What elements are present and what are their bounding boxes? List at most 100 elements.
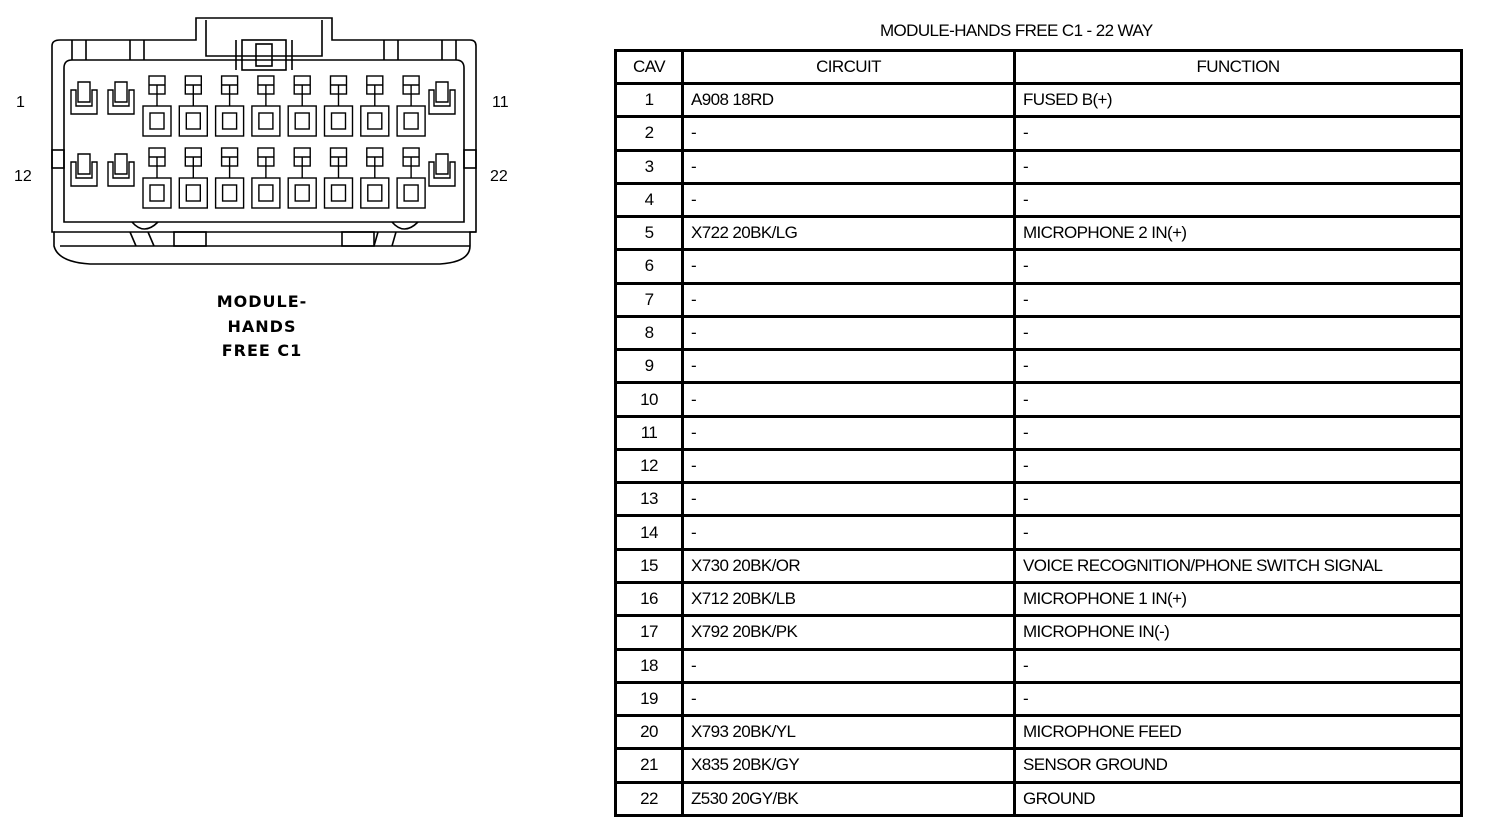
cav-cell: 1 bbox=[614, 81, 684, 119]
cavity bbox=[142, 75, 172, 137]
clip-terminal bbox=[428, 81, 456, 115]
table-row: 2-- bbox=[614, 115, 1463, 152]
clip-terminal bbox=[70, 81, 98, 115]
cav-cell: 20 bbox=[614, 714, 684, 751]
function-cell: VOICE RECOGNITION/PHONE SWITCH SIGNAL bbox=[1013, 547, 1463, 584]
pin-label-22: 22 bbox=[490, 168, 508, 185]
function-cell: - bbox=[1013, 414, 1463, 451]
cav-cell: 11 bbox=[614, 414, 684, 451]
circuit-cell: - bbox=[681, 281, 1016, 318]
clip-terminal bbox=[428, 153, 456, 187]
function-cell: MICROPHONE 1 IN(+) bbox=[1013, 580, 1463, 618]
cav-cell: 21 bbox=[614, 747, 684, 784]
connector-housing bbox=[51, 17, 477, 265]
cav-cell: 6 bbox=[614, 248, 684, 285]
cav-cell: 19 bbox=[614, 680, 684, 718]
cavity bbox=[360, 147, 390, 209]
circuit-cell: X722 20BK/LG bbox=[681, 215, 1016, 252]
cavity bbox=[178, 147, 209, 209]
function-cell: - bbox=[1013, 281, 1463, 318]
cav-cell: 22 bbox=[614, 780, 684, 818]
caption-line-2: HANDS bbox=[227, 316, 297, 336]
circuit-cell: - bbox=[681, 514, 1016, 551]
caption-line-1: MODULE- bbox=[216, 292, 308, 311]
function-cell: - bbox=[1013, 680, 1463, 718]
table-row: 6-- bbox=[614, 248, 1463, 285]
function-cell: - bbox=[1013, 115, 1463, 152]
circuit-cell: X712 20BK/LB bbox=[681, 580, 1016, 618]
table-row: 9-- bbox=[614, 348, 1463, 385]
circuit-cell: Z530 20GY/BK bbox=[681, 780, 1016, 818]
circuit-cell: - bbox=[681, 314, 1016, 352]
table-row: 13-- bbox=[614, 481, 1463, 518]
function-cell: - bbox=[1013, 647, 1463, 684]
cav-cell: 4 bbox=[614, 181, 684, 219]
header-cav: CAV bbox=[614, 49, 684, 85]
cav-cell: 8 bbox=[614, 314, 684, 352]
circuit-cell: - bbox=[681, 248, 1016, 285]
cavity bbox=[396, 75, 426, 137]
circuit-cell: - bbox=[681, 348, 1016, 385]
cavity bbox=[287, 147, 317, 209]
table-row: 4-- bbox=[614, 181, 1463, 219]
function-cell: - bbox=[1013, 148, 1463, 185]
pin-label-11: 11 bbox=[492, 94, 509, 111]
cavity bbox=[396, 147, 426, 209]
table-row: 11-- bbox=[614, 414, 1463, 451]
table-header-row: CAV CIRCUIT FUNCTION bbox=[614, 49, 1463, 85]
pin-label-1: 1 bbox=[16, 94, 25, 111]
function-cell: - bbox=[1013, 314, 1463, 352]
clip-terminal bbox=[107, 153, 135, 187]
table-row: 14-- bbox=[614, 514, 1463, 551]
circuit-cell: X792 20BK/PK bbox=[681, 614, 1016, 651]
function-cell: - bbox=[1013, 181, 1463, 219]
circuit-cell: - bbox=[681, 181, 1016, 219]
cavity bbox=[251, 75, 281, 137]
function-cell: MICROPHONE 2 IN(+) bbox=[1013, 215, 1463, 252]
function-cell: - bbox=[1013, 248, 1463, 285]
circuit-cell: - bbox=[681, 447, 1016, 485]
cavity bbox=[323, 75, 354, 137]
circuit-cell: - bbox=[681, 481, 1016, 518]
function-cell: MICROPHONE FEED bbox=[1013, 714, 1463, 751]
pin-label-12: 12 bbox=[14, 168, 32, 185]
circuit-cell: A908 18RD bbox=[681, 81, 1016, 119]
circuit-cell: - bbox=[681, 115, 1016, 152]
cav-cell: 16 bbox=[614, 580, 684, 618]
cavity-grid bbox=[70, 75, 456, 209]
cav-cell: 13 bbox=[614, 481, 684, 518]
function-cell: - bbox=[1013, 381, 1463, 418]
cavity bbox=[214, 75, 245, 137]
circuit-cell: - bbox=[681, 381, 1016, 418]
table-row: 10-- bbox=[614, 381, 1463, 418]
table-row: 8-- bbox=[614, 314, 1463, 352]
cav-cell: 12 bbox=[614, 447, 684, 485]
circuit-cell: - bbox=[681, 414, 1016, 451]
circuit-cell: - bbox=[681, 148, 1016, 185]
cav-cell: 9 bbox=[614, 348, 684, 385]
header-function: FUNCTION bbox=[1013, 49, 1463, 85]
function-cell: - bbox=[1013, 348, 1463, 385]
circuit-cell: - bbox=[681, 680, 1016, 718]
clip-terminal bbox=[70, 153, 98, 187]
cav-cell: 7 bbox=[614, 281, 684, 318]
cavity bbox=[142, 147, 172, 209]
caption-line-3: FREE C1 bbox=[221, 341, 303, 360]
circuit-cell: X793 20BK/YL bbox=[681, 714, 1016, 751]
function-cell: - bbox=[1013, 447, 1463, 485]
connector-diagram bbox=[51, 17, 477, 265]
table-row: 7-- bbox=[614, 281, 1463, 318]
cav-cell: 3 bbox=[614, 148, 684, 185]
function-cell: SENSOR GROUND bbox=[1013, 747, 1463, 784]
cav-cell: 5 bbox=[614, 215, 684, 252]
table-row: 19-- bbox=[614, 680, 1463, 718]
circuit-cell: X730 20BK/OR bbox=[681, 547, 1016, 584]
